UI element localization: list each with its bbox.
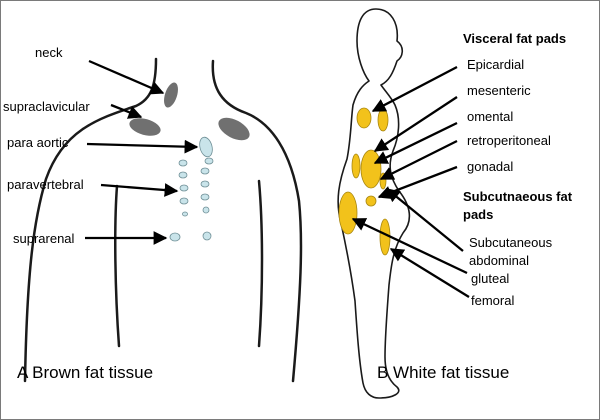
caption-brown-fat: A Brown fat tissue (17, 363, 154, 382)
label-retroperitoneal: retroperitoneal (467, 133, 551, 148)
subcutaneous-abdominal-fat-pad (338, 191, 358, 235)
label-gluteal: gluteal (471, 271, 510, 286)
epicardial-fat-pad (356, 107, 372, 129)
epicardial-fat-pad (377, 108, 389, 132)
paravertebral-fat-pad (178, 159, 188, 167)
paravertebral-fat-pad (202, 206, 210, 214)
paravertebral-fat-pad (200, 167, 210, 175)
label-subcutaneous-abdominal-line-2: abdominal (469, 253, 529, 268)
left-inner-arm-outline (114, 184, 121, 348)
mesenteric-arrow (373, 96, 458, 152)
gluteal-arrow (351, 217, 468, 275)
paravertebral-fat-pad (200, 180, 210, 188)
para-aortic-fat-pad (199, 136, 213, 158)
epicardial-arrow (371, 65, 458, 113)
label-omental: omental (467, 109, 514, 124)
para-aortic-arrow (86, 139, 199, 154)
retroperitoneal-arrow (379, 139, 458, 181)
label-neck: neck (35, 45, 63, 60)
mesenteric-fat-pad (360, 149, 382, 189)
paravertebral-fat-pad (179, 184, 189, 192)
paravertebral-fat-dots (178, 159, 210, 217)
omental-arrow (373, 121, 458, 165)
header-subcutaneous-line-1: Subcutnaeous fat (463, 189, 573, 204)
paravertebral-arrow (100, 183, 179, 197)
header-visceral-fat-pads: Visceral fat pads (463, 31, 567, 46)
paravertebral-fat-pad (179, 197, 189, 205)
panel-b-arrows (351, 65, 470, 298)
header-subcutaneous-line-2: pads (463, 207, 494, 222)
brown-fat-depots (129, 82, 250, 242)
label-femoral: femoral (471, 293, 515, 308)
white-fat-depots (338, 107, 391, 256)
panel-b-body-silhouette (337, 8, 411, 399)
paravertebral-fat-pad (182, 211, 188, 217)
paravertebral-fat-pad (178, 171, 188, 179)
label-suprarenal: suprarenal (13, 231, 75, 246)
supraclavicular-arrow (110, 103, 143, 119)
left-neck-shoulder-arm-outline (23, 57, 158, 383)
right-suprarenal-fat-pad (202, 231, 212, 241)
paravertebral-fat-pad (200, 193, 210, 201)
left-supraclavicular-fat-pad (129, 118, 161, 136)
femoral-fat-pad (379, 172, 387, 190)
label-supraclavicular: supraclavicular (3, 99, 90, 114)
caption-white-fat: B White fat tissue (377, 363, 510, 382)
para-aortic-fat-pad (204, 157, 214, 165)
label-gonadal: gonadal (467, 159, 514, 174)
panel-a-arrows (85, 59, 199, 245)
right-neck-shoulder-arm-outline (211, 59, 303, 383)
neck-fat-pad (164, 82, 178, 108)
gonadal-fat-pad (365, 195, 377, 207)
left-suprarenal-fat-pad (169, 232, 181, 242)
label-paravertebral: paravertebral (7, 177, 84, 192)
neck-arrow (88, 59, 165, 95)
femoral-arrow (389, 248, 470, 298)
label-subcutaneous-abdominal-line-1: Subcutaneous (469, 235, 553, 250)
panel-a-body-outline (23, 57, 303, 383)
right-inner-arm-outline (257, 179, 264, 348)
label-epicardial: Epicardial (467, 57, 525, 72)
subcutaneous-abdominal-arrow (385, 188, 464, 252)
label-para-aortic: para aortic (7, 135, 69, 150)
right-supraclavicular-fat-pad (218, 117, 250, 141)
omental-fat-pad (351, 153, 361, 179)
label-mesenteric: mesenteric (467, 83, 531, 98)
